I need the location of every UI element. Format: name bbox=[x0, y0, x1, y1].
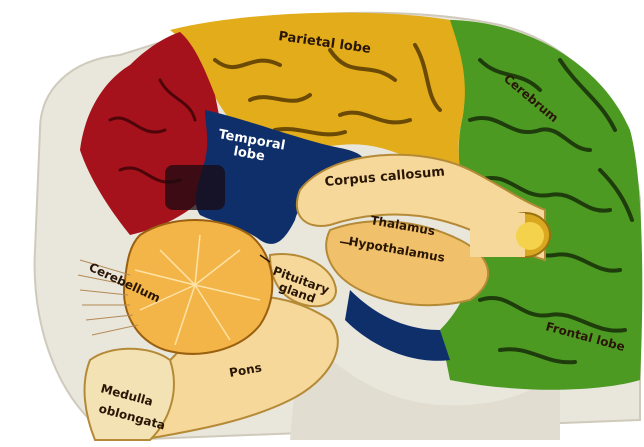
temporal-dark-patch bbox=[165, 165, 225, 210]
tube-inner bbox=[516, 222, 544, 250]
